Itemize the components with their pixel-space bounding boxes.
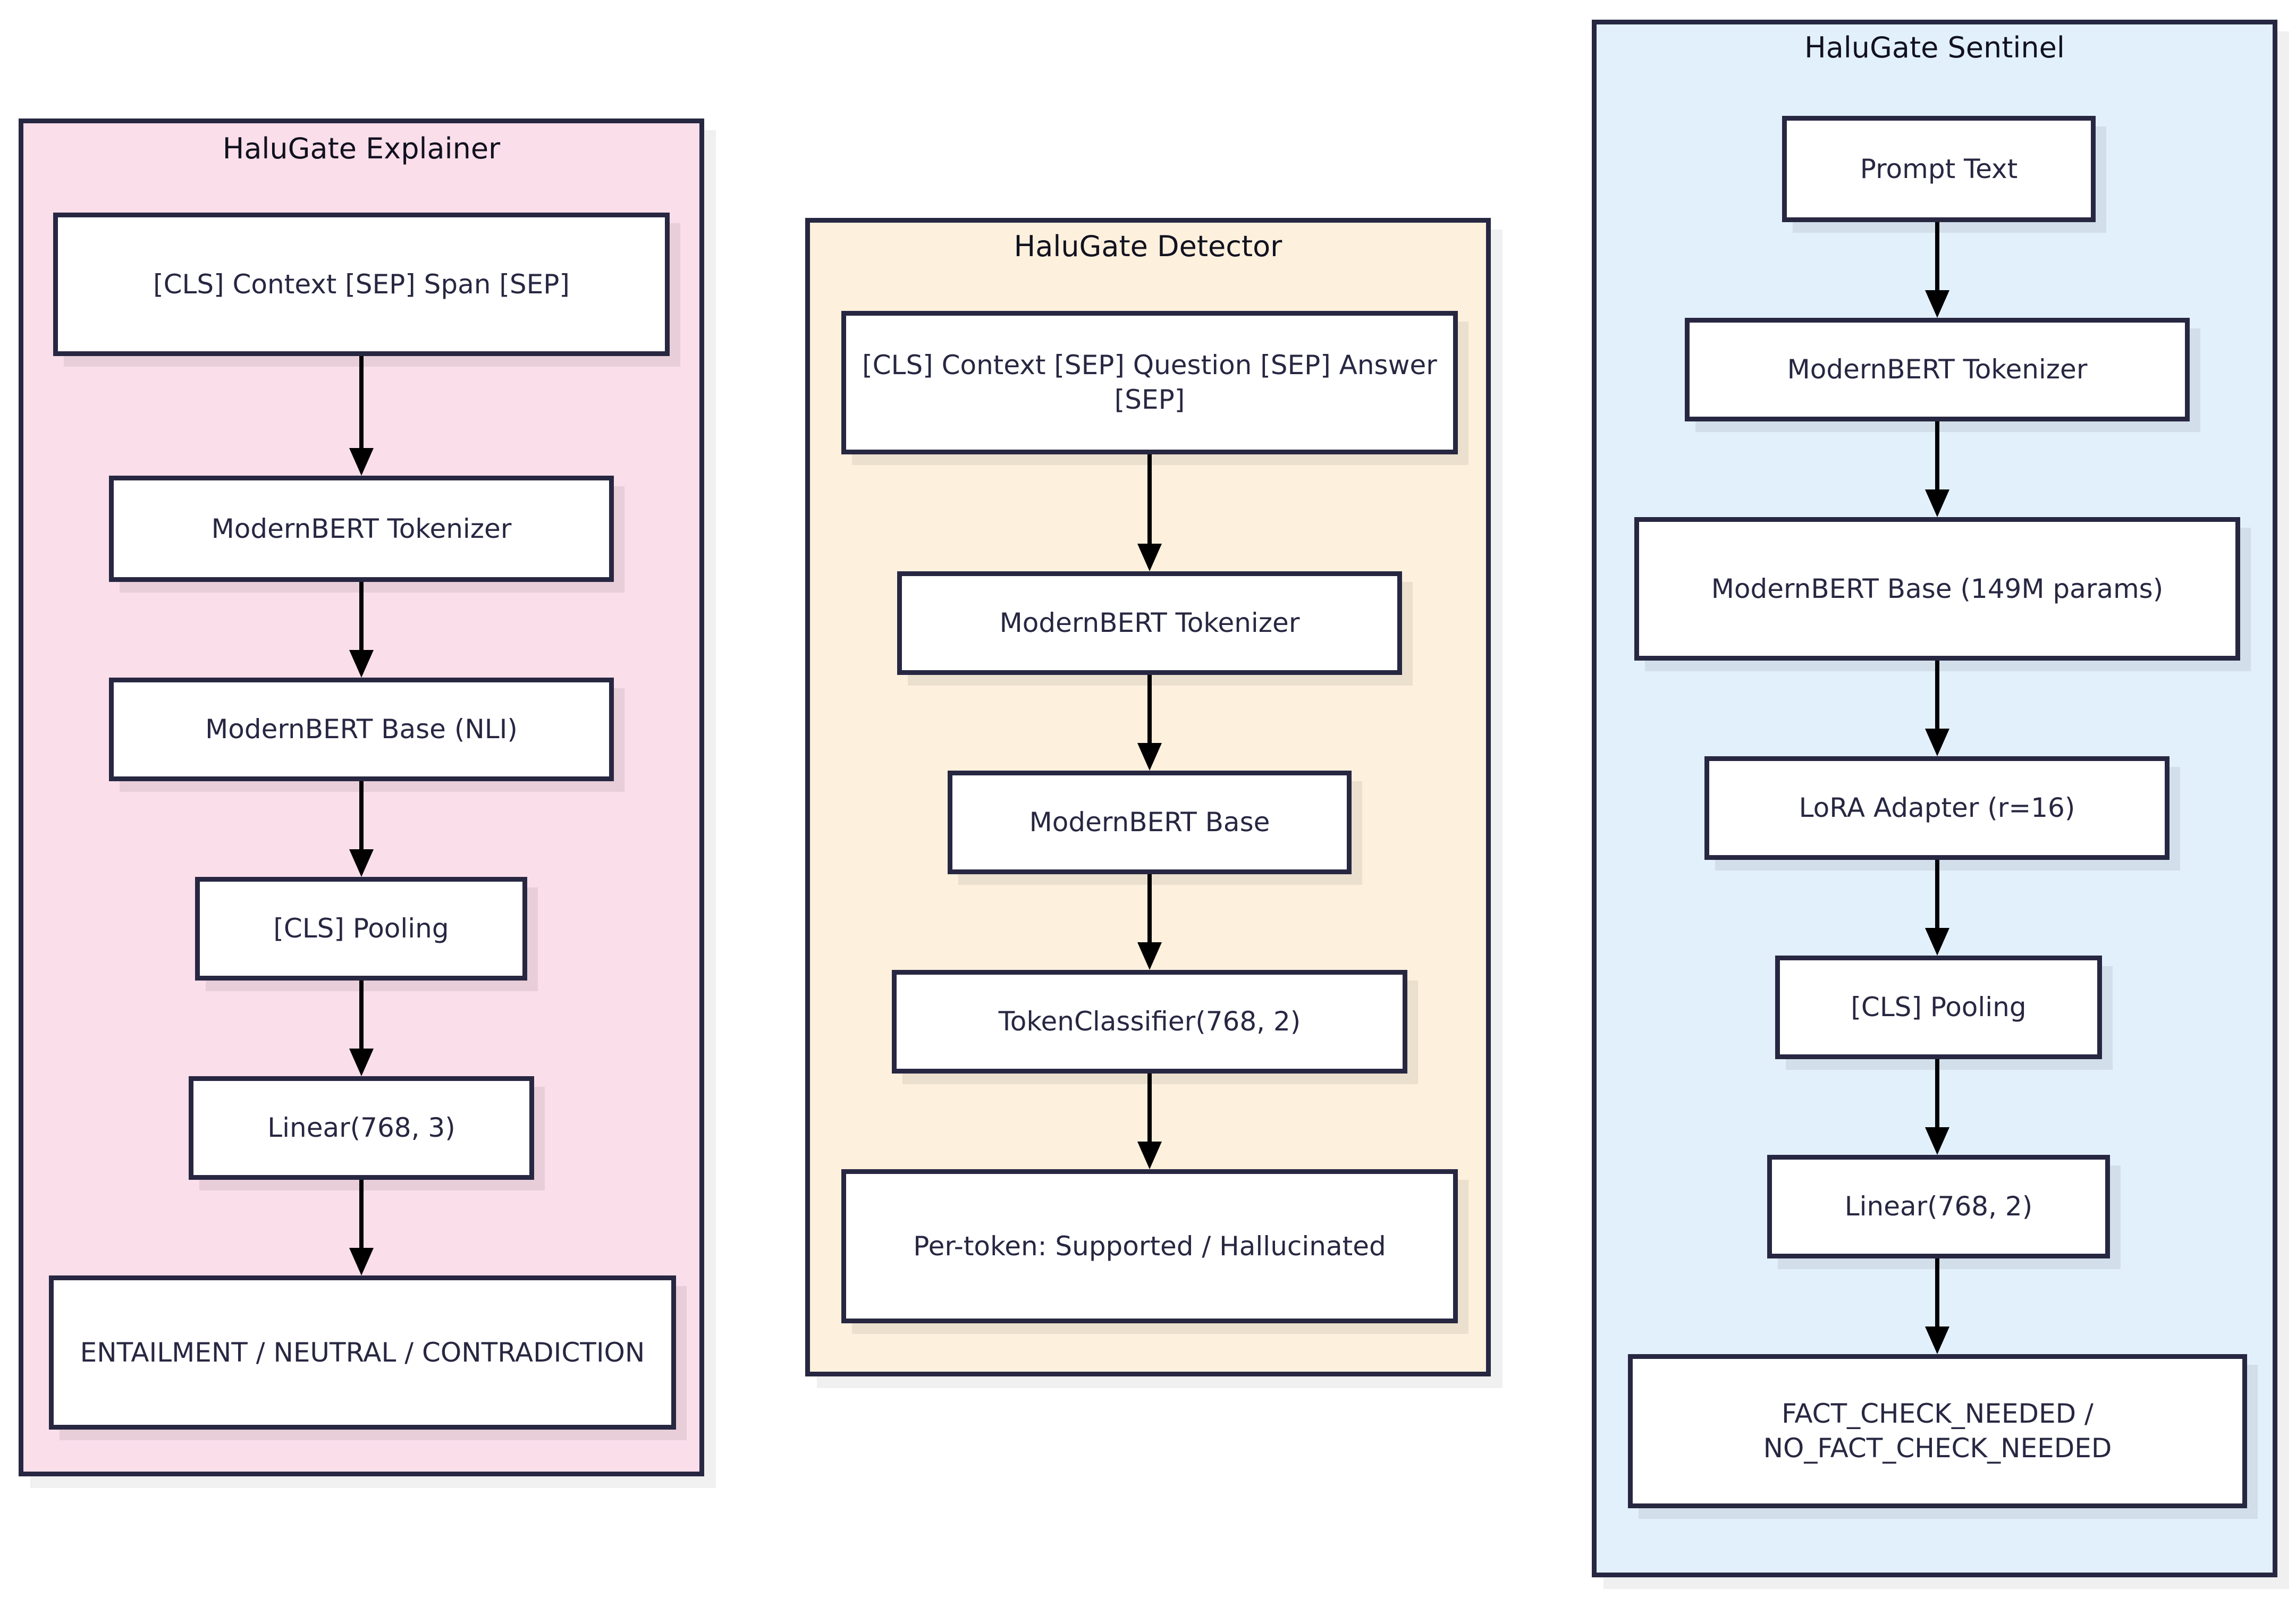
node-sentinel-prompt: Prompt Text bbox=[1782, 116, 2096, 222]
swimlane-explainer-title: HaluGate Explainer bbox=[222, 132, 501, 165]
node-detector-classifier: TokenClassifier(768, 2) bbox=[892, 970, 1407, 1074]
node-explainer-pooling: [CLS] Pooling bbox=[195, 877, 527, 981]
node-detector-output: Per-token: Supported / Hallucinated bbox=[841, 1169, 1458, 1323]
node-sentinel-tokenizer: ModernBERT Tokenizer bbox=[1685, 318, 2190, 421]
node-sentinel-output: FACT_CHECK_NEEDED / NO_FACT_CHECK_NEEDED bbox=[1628, 1354, 2247, 1508]
node-explainer-base: ModernBERT Base (NLI) bbox=[109, 678, 614, 781]
node-detector-base: ModernBERT Base bbox=[948, 771, 1352, 874]
node-sentinel-linear: Linear(768, 2) bbox=[1767, 1155, 2110, 1258]
node-detector-input: [CLS] Context [SEP] Question [SEP] Answe… bbox=[841, 311, 1458, 454]
node-sentinel-base: ModernBERT Base (149M params) bbox=[1634, 517, 2240, 661]
swimlane-sentinel-title: HaluGate Sentinel bbox=[1804, 31, 2065, 64]
node-explainer-input: [CLS] Context [SEP] Span [SEP] bbox=[53, 213, 670, 356]
node-sentinel-pooling: [CLS] Pooling bbox=[1775, 956, 2102, 1059]
node-explainer-linear: Linear(768, 3) bbox=[189, 1076, 534, 1180]
swimlane-detector-title: HaluGate Detector bbox=[1014, 230, 1282, 263]
node-detector-tokenizer: ModernBERT Tokenizer bbox=[897, 571, 1402, 675]
node-explainer-output: ENTAILMENT / NEUTRAL / CONTRADICTION bbox=[49, 1275, 676, 1430]
node-explainer-tokenizer: ModernBERT Tokenizer bbox=[109, 476, 614, 582]
node-sentinel-lora: LoRA Adapter (r=16) bbox=[1704, 756, 2170, 860]
